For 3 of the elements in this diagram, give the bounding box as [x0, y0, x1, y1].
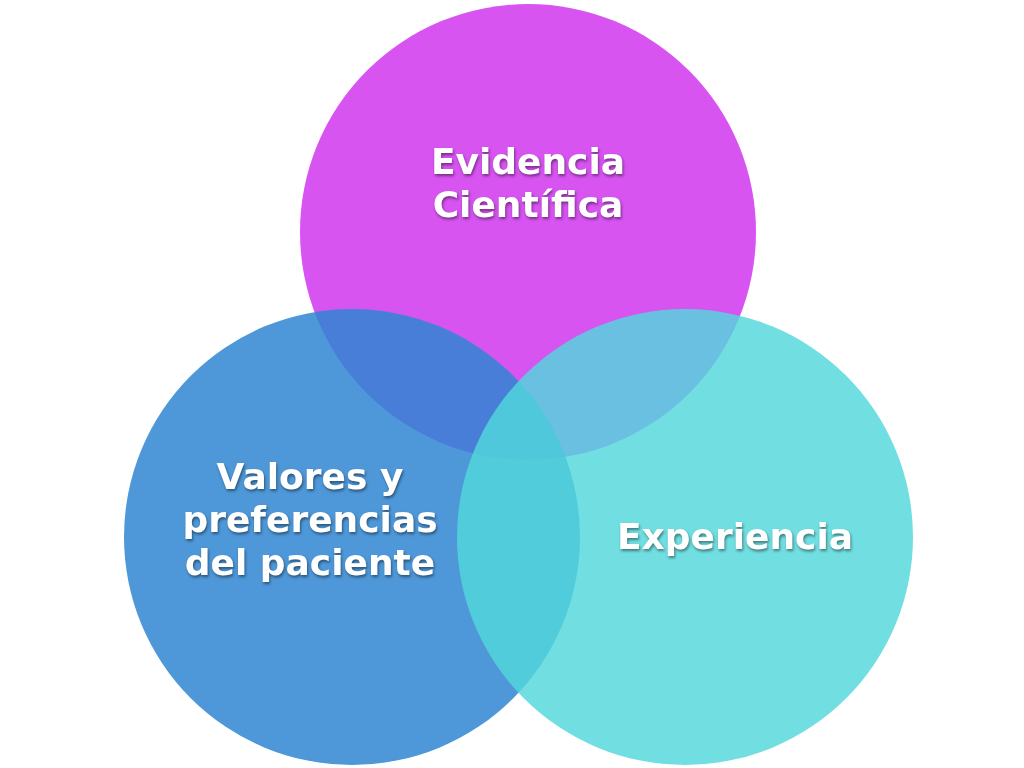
circle-label: Experiencia — [615, 515, 855, 559]
circle-label: Evidencia Científica — [429, 140, 627, 227]
circle-label: Valores y preferencias del paciente — [181, 455, 439, 585]
